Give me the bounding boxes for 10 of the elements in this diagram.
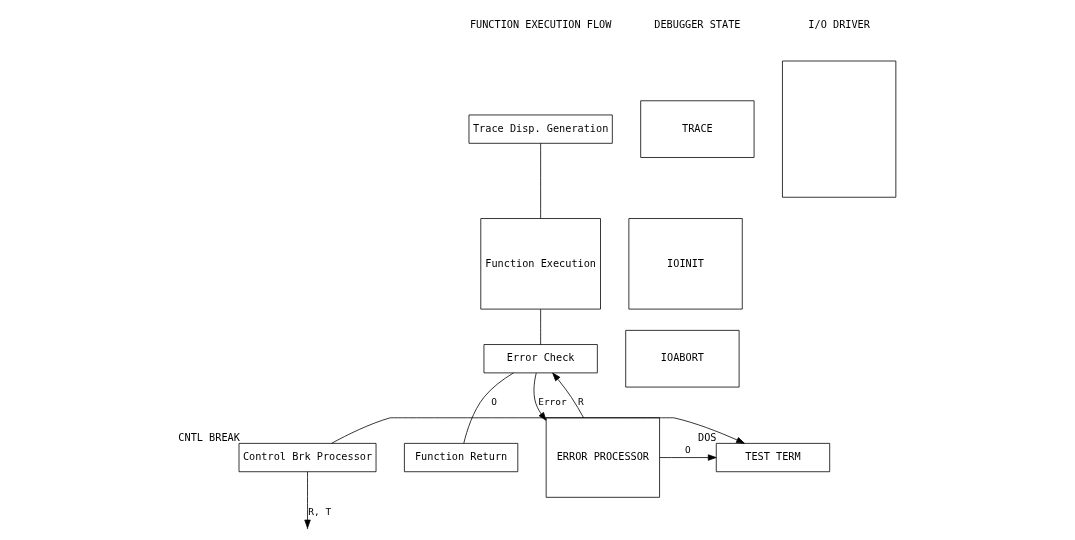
label: DEBUGGER STATE (654, 19, 741, 31)
label: I/O DRIVER (808, 19, 870, 31)
node-label: CNTL BREAK (178, 431, 240, 443)
edge-label: O (685, 443, 691, 455)
edge-label: Error (538, 395, 567, 407)
edge-label: O (491, 395, 498, 407)
node-label: DOS (697, 431, 717, 443)
edge-label: R (577, 395, 584, 407)
edge-label: R, T (308, 506, 332, 518)
label: FUNCTION EXECUTION FLOW (469, 19, 612, 31)
